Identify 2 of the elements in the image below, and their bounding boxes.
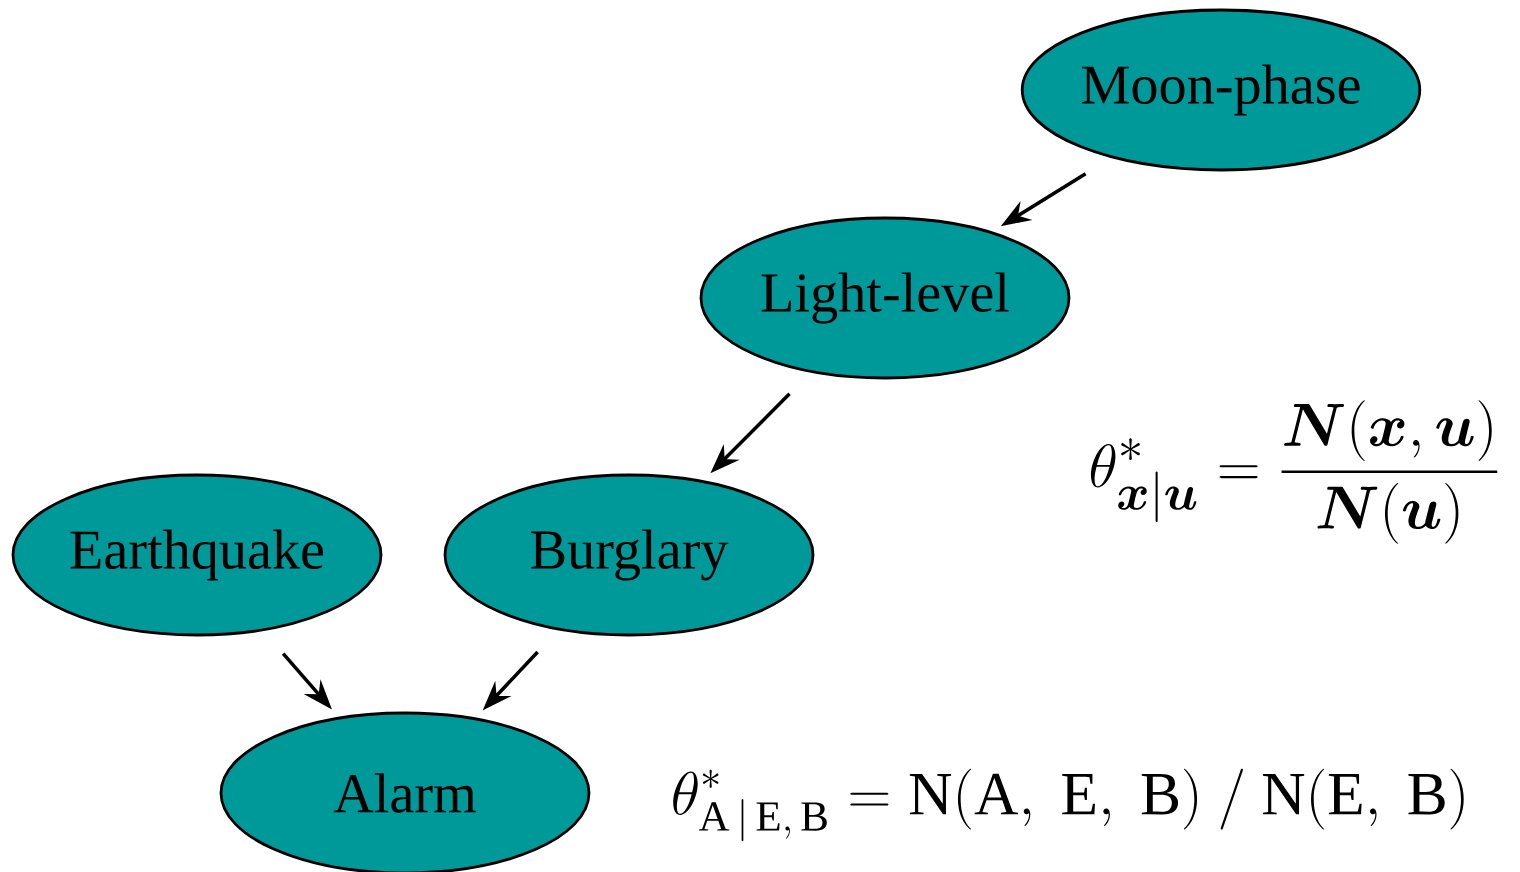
formula: $\theta^{*}_{\mathrm{A\,|\,E,\,B}} = \mathrm{N(A,\ E,\ B)\ /\ N(E,\ B)}$ — [673, 768, 1464, 842]
formula: $\theta^{*}_{\boldsymbol{x}|\boldsymbol{u}} = \frac{\boldsymbol{N}(\boldsymbol{x},\boldsymbol{u})}{\boldsymbol{N}(\boldsymbol{u})}$ — [1090, 400, 1498, 544]
